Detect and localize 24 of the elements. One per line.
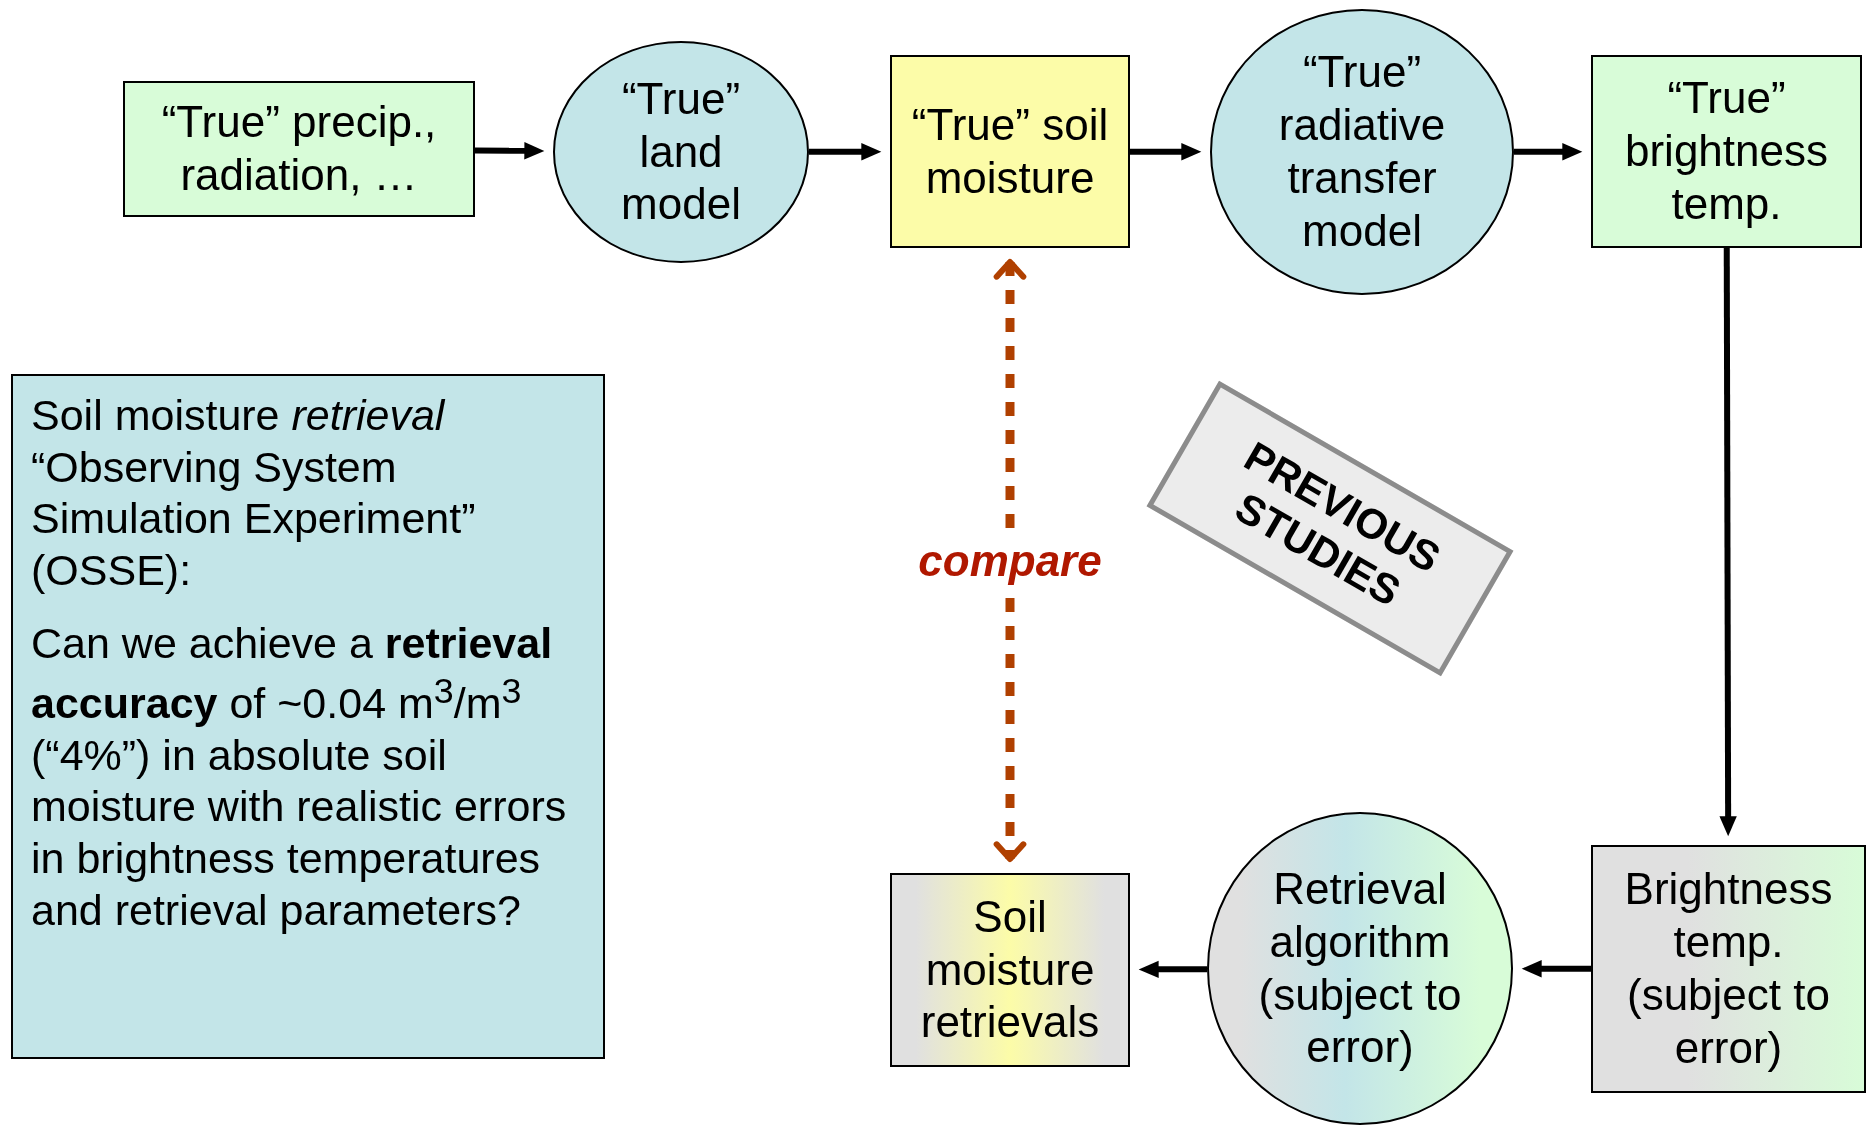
process-box [1591,55,1862,248]
arrow [809,143,882,161]
arrow [1521,960,1591,978]
process-box [123,81,475,217]
dashed-arrow [993,259,1027,862]
node-text: Can we achieve a retrieval accuracy of ~0.04 m$^{3}$/m$^{3}$ (“4%”) in absolute soil moisture with realistic errors in brightness temperatures and retrieval parameters? [31,618,568,936]
node-text: Soil moisture retrievals [919,890,1101,1049]
arrow [1130,143,1202,161]
arrow [1138,960,1207,979]
node-text: Brightness temp. (subject to error) [1623,863,1834,1074]
process-box [890,55,1130,248]
node-text: “True” radiative transfer model [1277,46,1447,257]
note-box [11,374,605,1059]
arrow [1719,248,1737,837]
arrow [474,142,545,160]
node-text: “True” precip., radiation, … [160,96,438,201]
process-box [1591,845,1866,1093]
process-box [890,873,1130,1067]
node-text: Soil moisture retrieval “Observing System Simulation Experiment” (OSSE): [31,390,477,596]
node-text: Retrieval algorithm (subject to error) [1257,862,1463,1074]
arrow [1514,143,1583,161]
node-text: “True” soil moisture [910,98,1110,204]
node-text: “True” brightness temp. [1624,72,1829,230]
node-text: “True” land model [620,72,742,231]
